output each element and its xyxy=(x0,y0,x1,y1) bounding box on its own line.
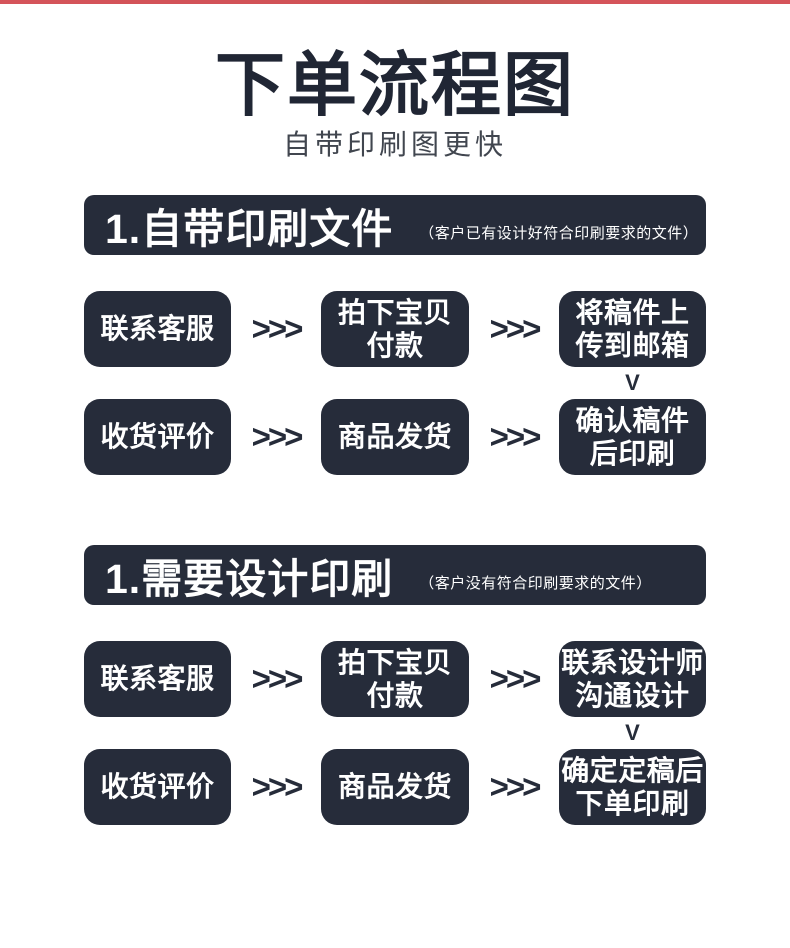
section-need-design: 1.需要设计印刷 （客户没有符合印刷要求的文件） 联系客服 >>> 拍下宝贝 付… xyxy=(84,544,706,825)
connector-row: V xyxy=(84,367,706,399)
section-need-design-header: 1.需要设计印刷 （客户没有符合印刷要求的文件） xyxy=(84,544,706,605)
step-confirm-then-print: 确认稿件 后印刷 xyxy=(559,398,706,475)
step-upload-to-email: 将稿件上 传到邮箱 xyxy=(559,290,706,367)
right-arrows-icon: >>> xyxy=(489,417,542,455)
step-ship-goods: 商品发货 xyxy=(321,398,469,475)
section-own-files-header: 1.自带印刷文件 （客户已有设计好符合印刷要求的文件） xyxy=(84,194,706,255)
step-purchase-pay: 拍下宝贝 付款 xyxy=(321,290,469,367)
down-arrow-icon: V xyxy=(625,369,640,395)
section-note: （客户没有符合印刷要求的文件） xyxy=(419,574,652,592)
step-ship-goods: 商品发货 xyxy=(321,748,469,825)
page-title: 下单流程图 xyxy=(215,46,575,124)
connector-row: V xyxy=(84,717,706,749)
section-heading: 1.自带印刷文件 xyxy=(105,205,394,252)
step-contact-support: 联系客服 xyxy=(84,640,231,717)
right-arrows-icon: >>> xyxy=(489,309,542,347)
top-accent-strip xyxy=(0,0,790,4)
step-receive-review: 收货评价 xyxy=(84,748,231,825)
right-arrows-icon: >>> xyxy=(251,309,304,347)
step-contact-designer: 联系设计师 沟通设计 xyxy=(559,640,706,717)
step-receive-review: 收货评价 xyxy=(84,398,231,475)
page-subtitle: 自带印刷图更快 xyxy=(282,129,507,161)
right-arrows-icon: >>> xyxy=(251,767,304,805)
flow-row: 联系客服 >>> 拍下宝贝 付款 >>> 将稿件上 传到邮箱 xyxy=(84,290,706,367)
right-arrows-icon: >>> xyxy=(251,659,304,697)
flow-row: 收货评价 >>> 商品发货 >>> 确认稿件 后印刷 xyxy=(84,398,706,475)
flow-row: 联系客服 >>> 拍下宝贝 付款 >>> 联系设计师 沟通设计 xyxy=(84,640,706,717)
right-arrows-icon: >>> xyxy=(489,767,542,805)
right-arrows-icon: >>> xyxy=(251,417,304,455)
step-contact-support: 联系客服 xyxy=(84,290,231,367)
flow-row: 收货评价 >>> 商品发货 >>> 确定定稿后 下单印刷 xyxy=(84,748,706,825)
section-note: （客户已有设计好符合印刷要求的文件） xyxy=(419,224,699,242)
step-purchase-pay: 拍下宝贝 付款 xyxy=(321,640,469,717)
section-own-files: 1.自带印刷文件 （客户已有设计好符合印刷要求的文件） 联系客服 >>> 拍下宝… xyxy=(84,194,706,475)
step-finalize-order-print: 确定定稿后 下单印刷 xyxy=(559,748,706,825)
down-arrow-icon: V xyxy=(625,719,640,745)
section-heading: 1.需要设计印刷 xyxy=(105,555,394,602)
right-arrows-icon: >>> xyxy=(489,659,542,697)
